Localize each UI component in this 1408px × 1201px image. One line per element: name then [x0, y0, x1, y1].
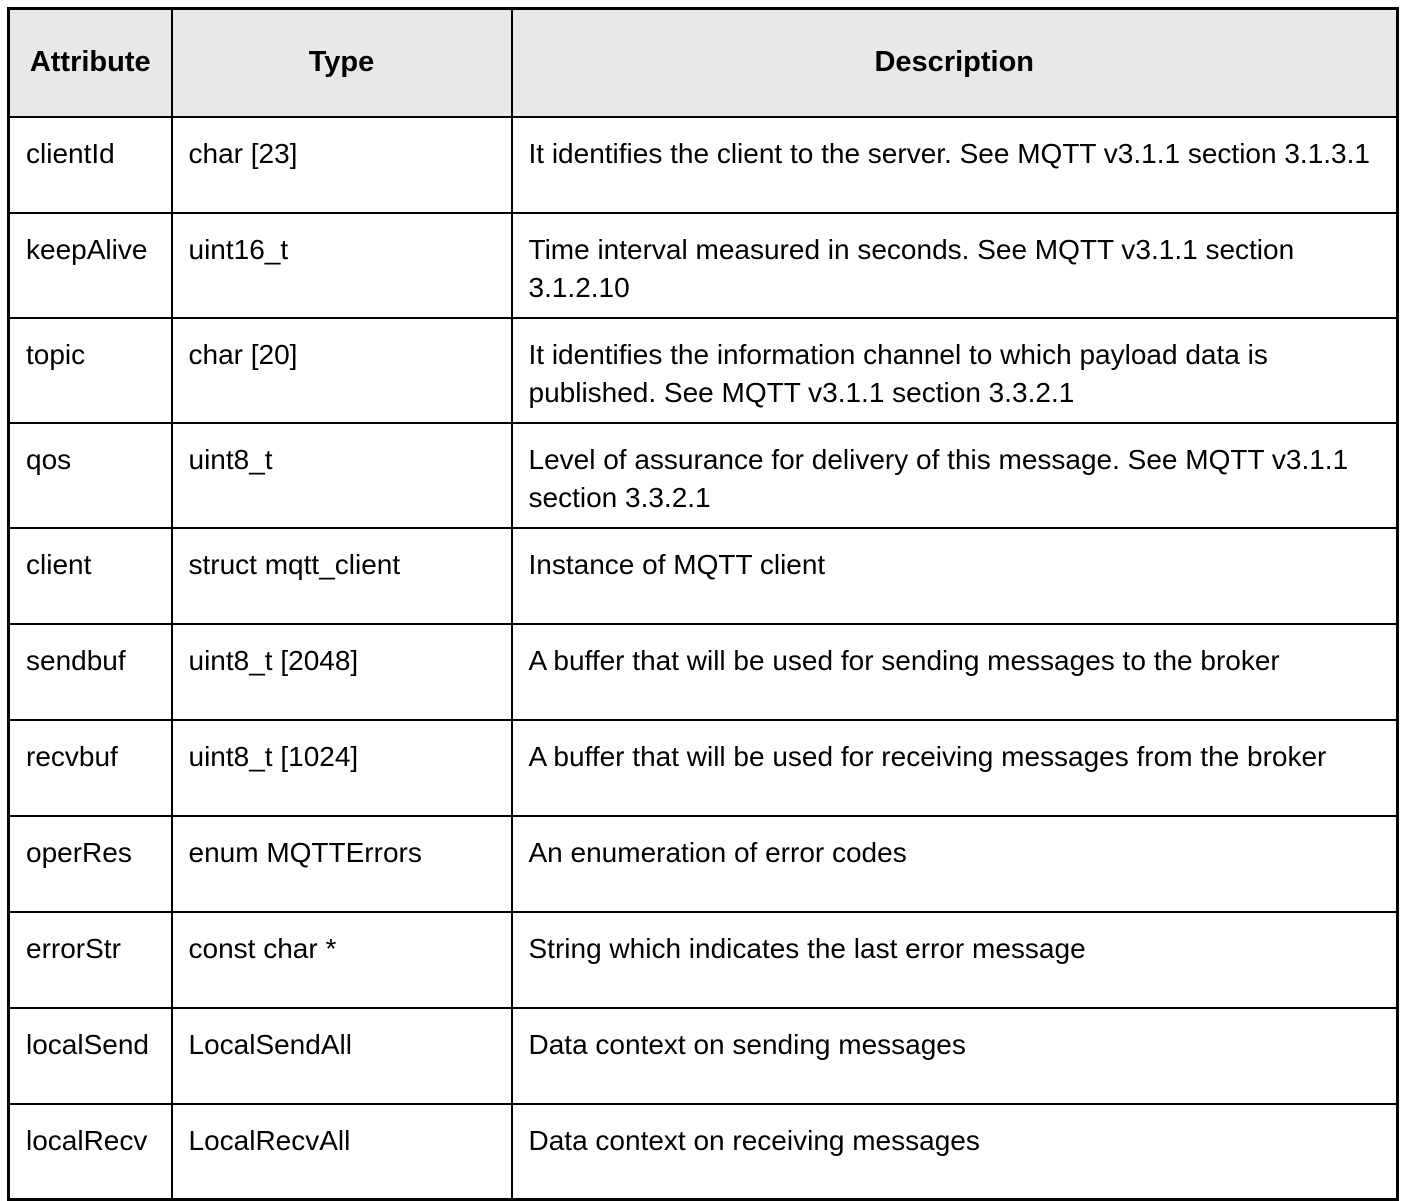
description-cell: It identifies the information channel to… — [510, 316, 1399, 424]
description-cell: Data context on sending messages — [510, 1006, 1399, 1105]
table-row: recvbuf uint8_t [1024] A buffer that wil… — [7, 718, 1399, 817]
table-row: keepAlive uint16_t Time interval measure… — [7, 211, 1399, 319]
attribute-cell: clientId — [7, 115, 173, 214]
description-cell: A buffer that will be used for sending m… — [510, 622, 1399, 721]
description-cell: It identifies the client to the server. … — [510, 115, 1399, 214]
type-cell: enum MQTTErrors — [170, 814, 513, 913]
table-header-row: Attribute Type Description — [7, 7, 1399, 118]
type-cell: struct mqtt_client — [170, 526, 513, 625]
attribute-cell: localSend — [7, 1006, 173, 1105]
type-cell: uint8_t [1024] — [170, 718, 513, 817]
table-row: sendbuf uint8_t [2048] A buffer that wil… — [7, 622, 1399, 721]
type-cell: LocalRecvAll — [170, 1102, 513, 1201]
attribute-cell: client — [7, 526, 173, 625]
description-cell: Level of assurance for delivery of this … — [510, 421, 1399, 529]
column-header-type: Type — [170, 7, 513, 118]
description-cell: String which indicates the last error me… — [510, 910, 1399, 1009]
type-cell: char [23] — [170, 115, 513, 214]
table-row: errorStr const char * String which indic… — [7, 910, 1399, 1009]
type-cell: char [20] — [170, 316, 513, 424]
attribute-cell: topic — [7, 316, 173, 424]
description-cell: A buffer that will be used for receiving… — [510, 718, 1399, 817]
table-row: topic char [20] It identifies the inform… — [7, 316, 1399, 424]
attribute-cell: localRecv — [7, 1102, 173, 1201]
table-row: localRecv LocalRecvAll Data context on r… — [7, 1102, 1399, 1201]
description-cell: An enumeration of error codes — [510, 814, 1399, 913]
table-row: operRes enum MQTTErrors An enumeration o… — [7, 814, 1399, 913]
attribute-cell: errorStr — [7, 910, 173, 1009]
table-row: localSend LocalSendAll Data context on s… — [7, 1006, 1399, 1105]
attribute-cell: keepAlive — [7, 211, 173, 319]
attribute-cell: recvbuf — [7, 718, 173, 817]
type-cell: uint8_t — [170, 421, 513, 529]
column-header-attribute: Attribute — [7, 7, 173, 118]
type-cell: uint16_t — [170, 211, 513, 319]
table-row: client struct mqtt_client Instance of MQ… — [7, 526, 1399, 625]
table-row: clientId char [23] It identifies the cli… — [7, 115, 1399, 214]
type-cell: LocalSendAll — [170, 1006, 513, 1105]
type-cell: const char * — [170, 910, 513, 1009]
description-cell: Time interval measured in seconds. See M… — [510, 211, 1399, 319]
attribute-cell: qos — [7, 421, 173, 529]
description-cell: Instance of MQTT client — [510, 526, 1399, 625]
attribute-cell: operRes — [7, 814, 173, 913]
table-row: qos uint8_t Level of assurance for deliv… — [7, 421, 1399, 529]
description-cell: Data context on receiving messages — [510, 1102, 1399, 1201]
column-header-description: Description — [510, 7, 1399, 118]
attribute-cell: sendbuf — [7, 622, 173, 721]
attributes-table: Attribute Type Description clientId char… — [7, 7, 1399, 1201]
type-cell: uint8_t [2048] — [170, 622, 513, 721]
